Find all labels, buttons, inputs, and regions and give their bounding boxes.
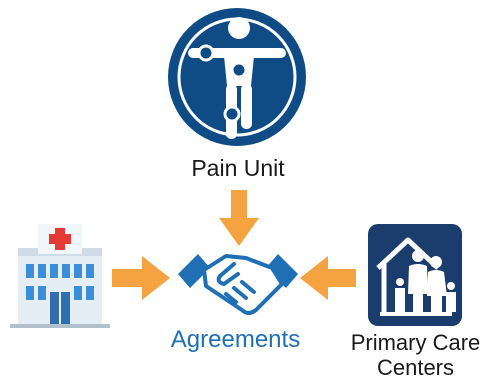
primary-care-label: Primary Care Centers [335,330,496,381]
agreements-label: Agreements [170,326,301,353]
handshake-icon [178,254,298,315]
pain-unit-label: Pain Unit [191,155,285,181]
arrow-left-icon [300,256,356,300]
hospital-icon [10,224,110,328]
primary-care-label-line2: Centers [376,355,455,381]
arrow-right-icon [112,256,170,300]
arrow-down-icon [219,190,259,246]
primary-care-label-line1: Primary Care [350,330,481,355]
human-figure-logo-icon [168,8,306,146]
family-house-icon [368,224,462,326]
